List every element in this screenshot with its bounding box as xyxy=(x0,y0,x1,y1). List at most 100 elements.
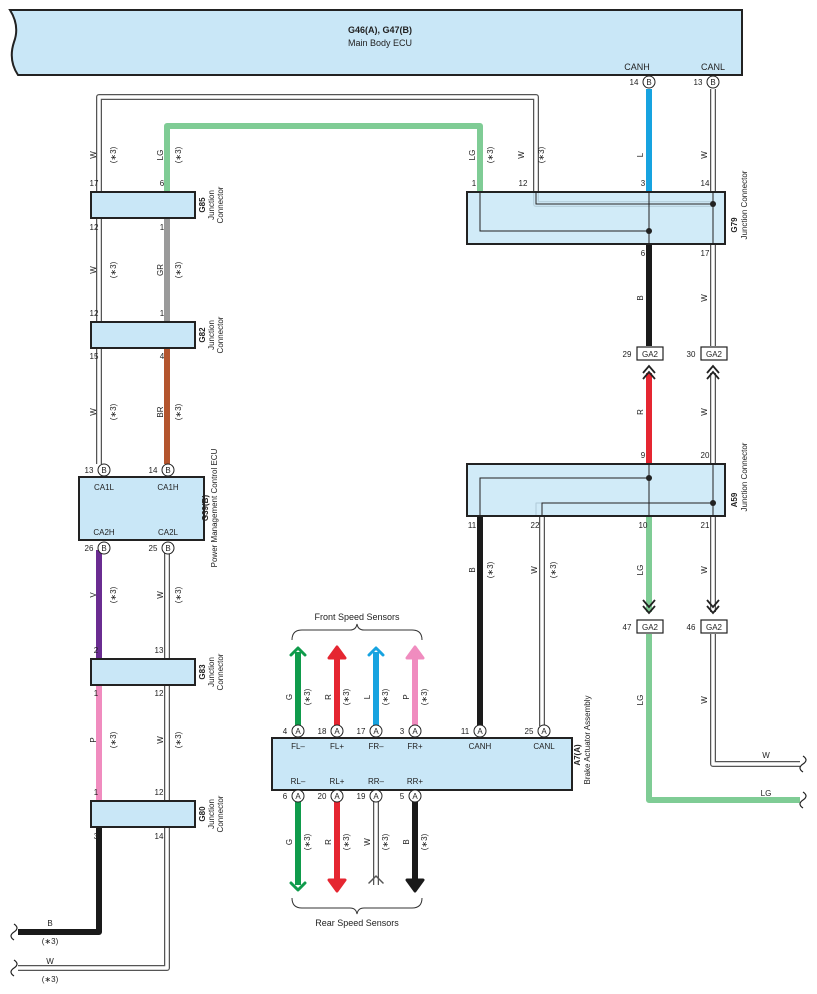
junction-g83: 2 13 1 12 G83 Junction Connector xyxy=(90,646,225,698)
note-9: (∗3) xyxy=(109,586,118,603)
pm-ecu-letter-26: B xyxy=(101,544,106,553)
g83-label2: Connector xyxy=(216,653,225,690)
front-sensors-label: Front Speed Sensors xyxy=(314,612,400,622)
brake-letter-17: A xyxy=(373,727,379,736)
pm-ecu-letter-25: B xyxy=(165,544,170,553)
brake-fr-minus: FR– xyxy=(368,742,384,751)
note-20: (∗3) xyxy=(342,833,351,850)
g83-pin-12: 12 xyxy=(155,689,164,698)
pm-ecu-pin-25: 25 xyxy=(149,544,158,553)
b-label-1: B xyxy=(636,295,645,300)
g83-id: G83 xyxy=(198,664,207,680)
w-label-15: W xyxy=(762,751,770,760)
p-label-1: P xyxy=(89,737,98,742)
lg-label-5: LG xyxy=(761,789,772,798)
main-ecu-letter-canh: B xyxy=(646,78,651,87)
wires xyxy=(18,89,800,971)
junction-g85: 17 6 12 1 G85 Junction Connector xyxy=(90,179,225,232)
gr-label: GR xyxy=(156,264,165,276)
main-ecu-pin-canl: 13 xyxy=(694,78,703,87)
lg-label-4: LG xyxy=(636,695,645,706)
w-label-4: W xyxy=(89,266,98,274)
brake-canh: CANH xyxy=(469,742,492,751)
brake-pin-4: 4 xyxy=(283,727,288,736)
pm-ecu-ca1l: CA1L xyxy=(94,483,115,492)
pm-ecu-letter-13: B xyxy=(101,466,106,475)
junction-g79: 1 12 3 14 6 17 G79 Junction Connector xyxy=(466,170,749,258)
note-6: (∗3) xyxy=(174,261,183,278)
pm-ecu-name: Power Management Control ECU xyxy=(210,448,219,567)
note-17: (∗3) xyxy=(381,688,390,705)
pm-ecu-pin-13: 13 xyxy=(85,466,94,475)
g85-pin-6: 6 xyxy=(160,179,165,188)
g82-pin-1: 1 xyxy=(160,309,165,318)
main-ecu-title: G46(A), G47(B) xyxy=(348,25,412,35)
brake-fr-plus: FR+ xyxy=(407,742,423,751)
w-label-14: W xyxy=(46,957,54,966)
brake-pin-25: 25 xyxy=(525,727,534,736)
brake-letter-25: A xyxy=(541,727,547,736)
junction-g80: 1 12 3 14 G80 Junction Connector xyxy=(90,788,225,841)
g79-pin-14: 14 xyxy=(701,179,710,188)
ga2-46-label: GA2 xyxy=(706,623,723,632)
g79-pin-12: 12 xyxy=(519,179,528,188)
g79-pin-6: 6 xyxy=(641,249,646,258)
brake-name: Brake Actuator Assembly xyxy=(583,696,592,785)
pm-ecu-ca1h: CA1H xyxy=(157,483,179,492)
note-10: (∗3) xyxy=(174,586,183,603)
w-label-1: W xyxy=(89,151,98,159)
g82-pin-4: 4 xyxy=(160,352,165,361)
brake-canl: CANL xyxy=(533,742,555,751)
brake-rl-minus: RL– xyxy=(291,777,306,786)
note-12: (∗3) xyxy=(174,731,183,748)
a59-label: Junction Connector xyxy=(740,442,749,511)
pin-circles: B 14 B 13 B 13 B 14 B 26 B 25 A 4 A 18 A… xyxy=(85,75,720,803)
brake-pin-3: 3 xyxy=(400,727,405,736)
g80-label2: Connector xyxy=(216,795,225,832)
b-label-3: B xyxy=(402,839,411,844)
a59-pin-9: 9 xyxy=(641,451,646,460)
g85-pin-1: 1 xyxy=(160,223,165,232)
pm-ecu: CA1L CA1H CA2H CA2L G39(B) Power Managem… xyxy=(78,448,219,567)
note-11: (∗3) xyxy=(109,731,118,748)
g80-label1: Junction xyxy=(207,799,216,829)
w-label-2: W xyxy=(517,151,526,159)
main-body-ecu: G46(A), G47(B) Main Body ECU CANH CANL xyxy=(8,9,743,76)
a59-id: A59 xyxy=(730,492,739,507)
brake-pin-6: 6 xyxy=(283,792,288,801)
note-14: (∗3) xyxy=(549,561,558,578)
junction-a59: 9 20 11 22 10 21 A59 Junction Connector xyxy=(466,442,749,530)
g83-pin-1: 1 xyxy=(94,689,99,698)
g82-id: G82 xyxy=(198,327,207,343)
brake-pin-17: 17 xyxy=(357,727,366,736)
a59-pin-22: 22 xyxy=(531,521,540,530)
g-label-2: G xyxy=(285,839,294,845)
g80-pin-14: 14 xyxy=(155,832,164,841)
pm-ecu-ca2h: CA2H xyxy=(93,528,115,537)
note-7: (∗3) xyxy=(109,403,118,420)
brake-letter-4: A xyxy=(295,727,301,736)
g79-pin-1: 1 xyxy=(472,179,477,188)
brake-letter-20: A xyxy=(334,792,340,801)
main-ecu-canh-label: CANH xyxy=(624,62,650,72)
w-label-13: W xyxy=(363,838,372,846)
v-label: V xyxy=(89,592,98,598)
g79-pin-17: 17 xyxy=(701,249,710,258)
g79-label: Junction Connector xyxy=(740,170,749,239)
brake-letter-18: A xyxy=(334,727,340,736)
g85-label1: Junction xyxy=(207,190,216,220)
g-label-1: G xyxy=(285,694,294,700)
b-label-2: B xyxy=(468,567,477,572)
ga2-pin-47: 47 xyxy=(623,623,632,632)
brake-pin-19: 19 xyxy=(357,792,366,801)
wire-labels: W (∗3) LG (∗3) LG (∗3) W (∗3) L W W (∗3)… xyxy=(42,146,772,984)
l-label-2: L xyxy=(363,694,372,699)
break-marks xyxy=(10,755,807,977)
ga2-30-label: GA2 xyxy=(706,350,723,359)
pm-ecu-id: G39(B) xyxy=(201,495,210,522)
sensor-arrows xyxy=(289,645,425,893)
w-label-11: W xyxy=(700,566,709,574)
g79-id: G79 xyxy=(730,217,739,233)
g80-pin-3: 3 xyxy=(94,832,99,841)
p-label-2: P xyxy=(402,694,411,699)
